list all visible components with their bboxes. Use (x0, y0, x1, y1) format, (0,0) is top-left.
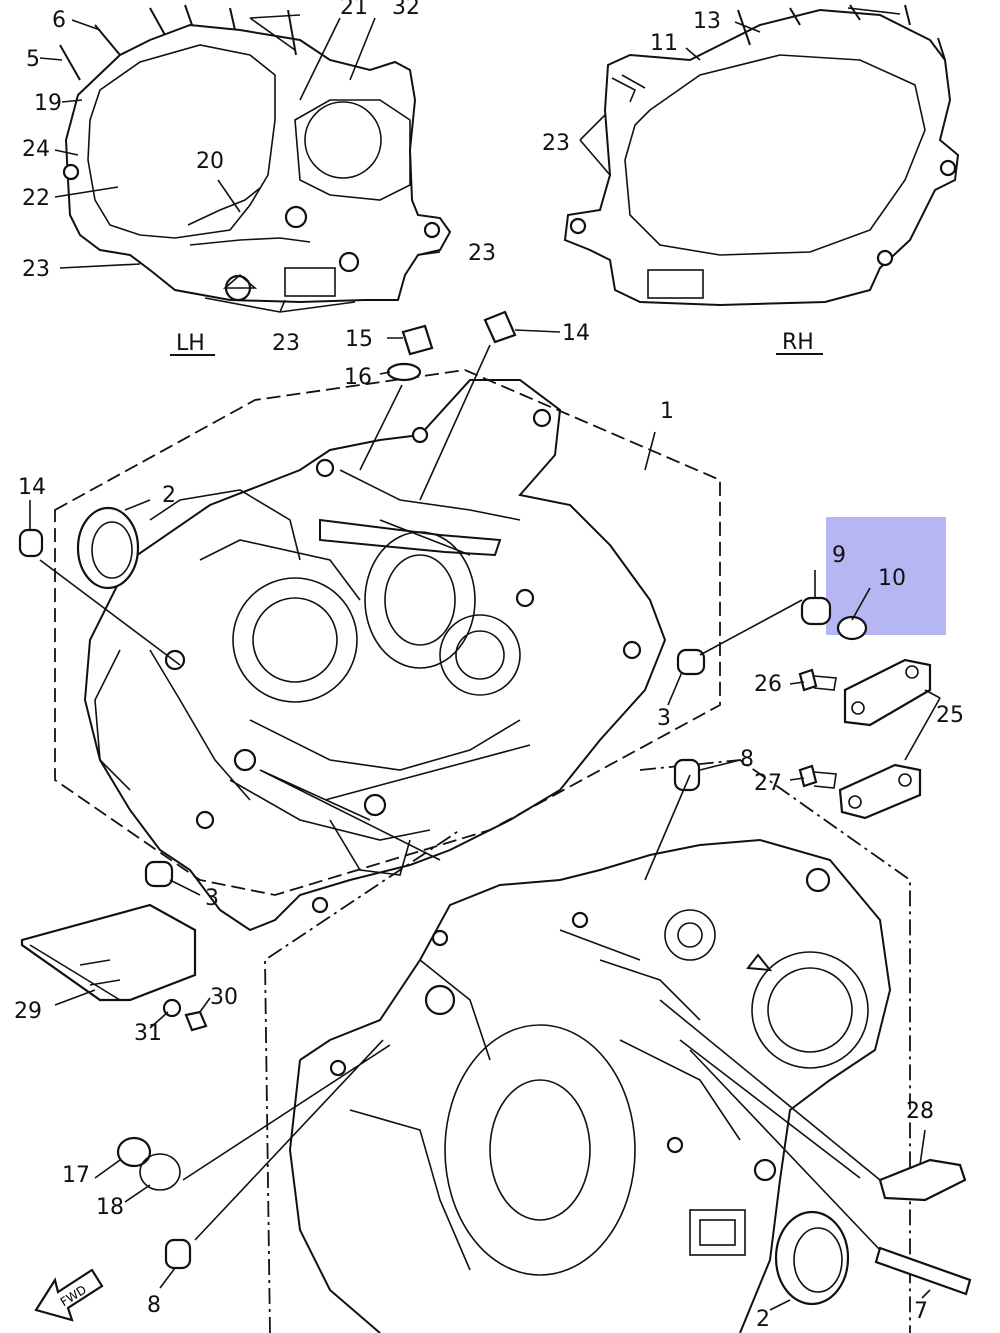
callout-8-bottom: 8 (147, 1293, 161, 1318)
callout-22: 22 (22, 186, 50, 211)
callout-7: 7 (914, 1299, 928, 1324)
lh-crankcase-gasket-view: LH (39, 4, 452, 356)
left-crankcase-half (54, 369, 721, 932)
callout-23-lh-bottom: 23 (272, 331, 300, 356)
callout-27: 27 (754, 771, 782, 796)
callout-19: 19 (34, 91, 62, 116)
callout-2-bottom: 2 (756, 1307, 770, 1332)
callout-3-left: 3 (205, 886, 219, 911)
callout-28: 28 (906, 1099, 934, 1124)
callout-25: 25 (936, 703, 964, 728)
callout-21: 21 (340, 0, 368, 20)
callout-3-right: 3 (657, 706, 671, 731)
callout-9: 9 (832, 543, 846, 568)
callout-15: 15 (345, 327, 373, 352)
callout-1: 1 (660, 399, 674, 424)
callout-14-top: 14 (562, 321, 590, 346)
callout-10: 10 (878, 566, 906, 591)
callout-2-left: 2 (162, 483, 176, 508)
callout-5: 5 (26, 47, 40, 72)
lh-view-label: LH (176, 331, 205, 356)
callout-8-right: 8 (740, 747, 754, 772)
callout-20: 20 (196, 149, 224, 174)
callout-31: 31 (134, 1021, 162, 1046)
callout-23-lh-right: 23 (468, 241, 496, 266)
selected-part-highlight[interactable] (826, 517, 946, 635)
callout-14-left: 14 (18, 475, 46, 500)
callout-17: 17 (62, 1163, 90, 1188)
right-crankcase-half (264, 759, 911, 1333)
callout-32: 32 (392, 0, 420, 20)
callout-23-lh-left: 23 (22, 257, 50, 282)
small-parts: FWD (18, 310, 972, 1322)
callout-16: 16 (344, 365, 372, 390)
callout-13: 13 (693, 9, 721, 34)
rh-view-label: RH (782, 330, 814, 355)
callout-30: 30 (210, 985, 238, 1010)
callout-26: 26 (754, 672, 782, 697)
callout-6: 6 (52, 8, 66, 33)
callout-labels: 6 21 32 5 19 24 20 22 23 23 23 13 11 23 … (14, 0, 964, 1332)
callout-23-rh: 23 (542, 131, 570, 156)
callout-18: 18 (96, 1195, 124, 1220)
callout-11: 11 (650, 31, 678, 56)
callout-24: 24 (22, 137, 50, 162)
leader-lines (29, 329, 941, 1311)
rh-crankcase-gasket-view: RH (563, 4, 960, 355)
callout-29: 29 (14, 999, 42, 1024)
